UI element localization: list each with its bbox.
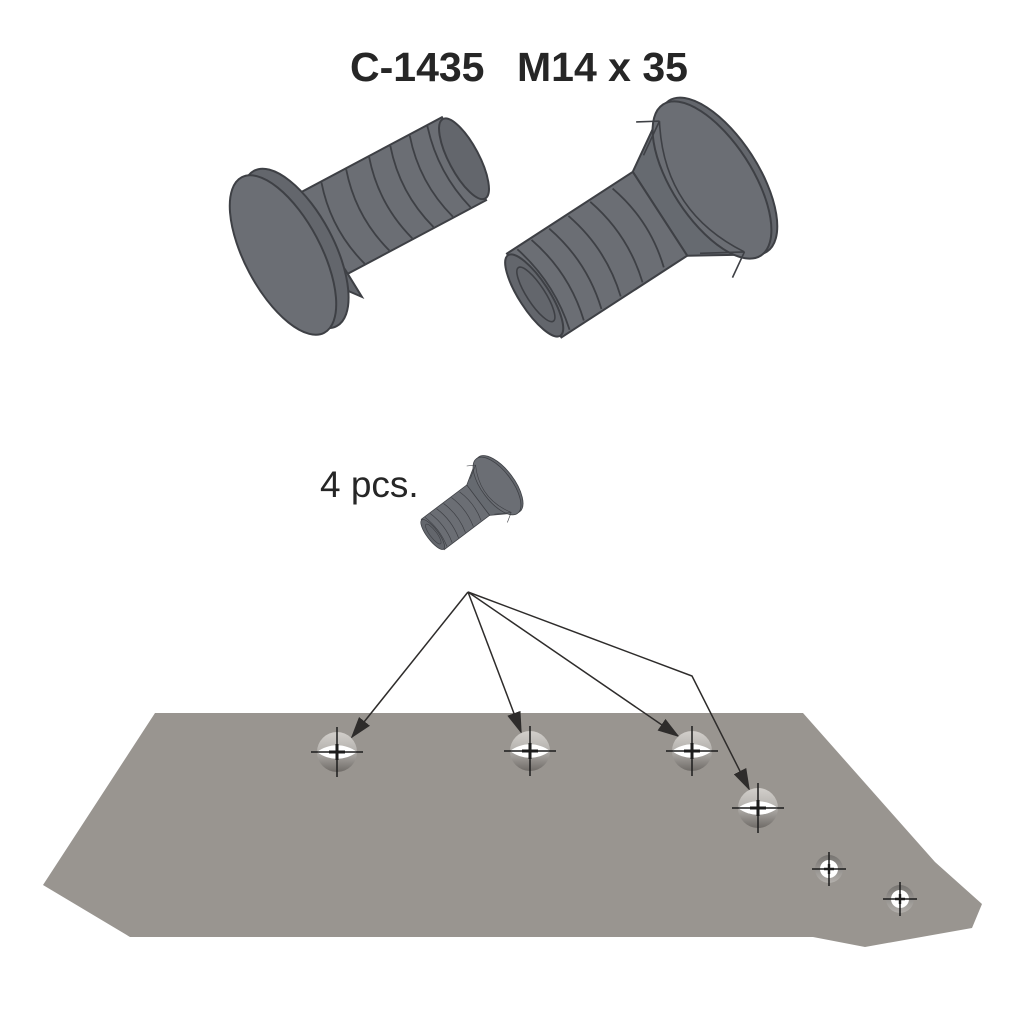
center-mark — [684, 743, 700, 759]
size-spec-label: M14 x 35 — [517, 44, 688, 90]
bolt-small — [407, 447, 533, 567]
small-hole — [883, 882, 917, 916]
part-number-label: C-1435 — [350, 44, 485, 90]
countersunk-hole — [666, 726, 718, 776]
bolt-end-cap — [438, 117, 490, 201]
leader-arrow — [467, 591, 522, 734]
leader-arrows — [350, 591, 750, 791]
center-mark — [895, 894, 905, 904]
quantity-label: 4 pcs. — [320, 464, 419, 505]
thread-line — [426, 125, 472, 208]
center-mark — [824, 864, 834, 874]
bolt-head-view — [228, 115, 490, 336]
center-mark — [329, 744, 345, 760]
leader-arrow — [467, 591, 750, 791]
countersunk-hole — [732, 783, 784, 833]
countersunk-hole — [504, 726, 556, 776]
bolt-thread-view — [471, 77, 804, 383]
center-mark — [522, 743, 538, 759]
thread-line — [389, 145, 435, 228]
thread-line — [408, 135, 454, 218]
center-mark — [750, 800, 766, 816]
countersunk-hole — [311, 727, 363, 777]
bolt-head-face — [228, 174, 338, 336]
thread-line — [345, 169, 390, 252]
thread-line — [368, 156, 413, 239]
leader-arrow — [350, 591, 469, 739]
leader-arrow — [467, 591, 680, 738]
thread-line — [320, 182, 366, 265]
small-hole — [812, 852, 846, 886]
